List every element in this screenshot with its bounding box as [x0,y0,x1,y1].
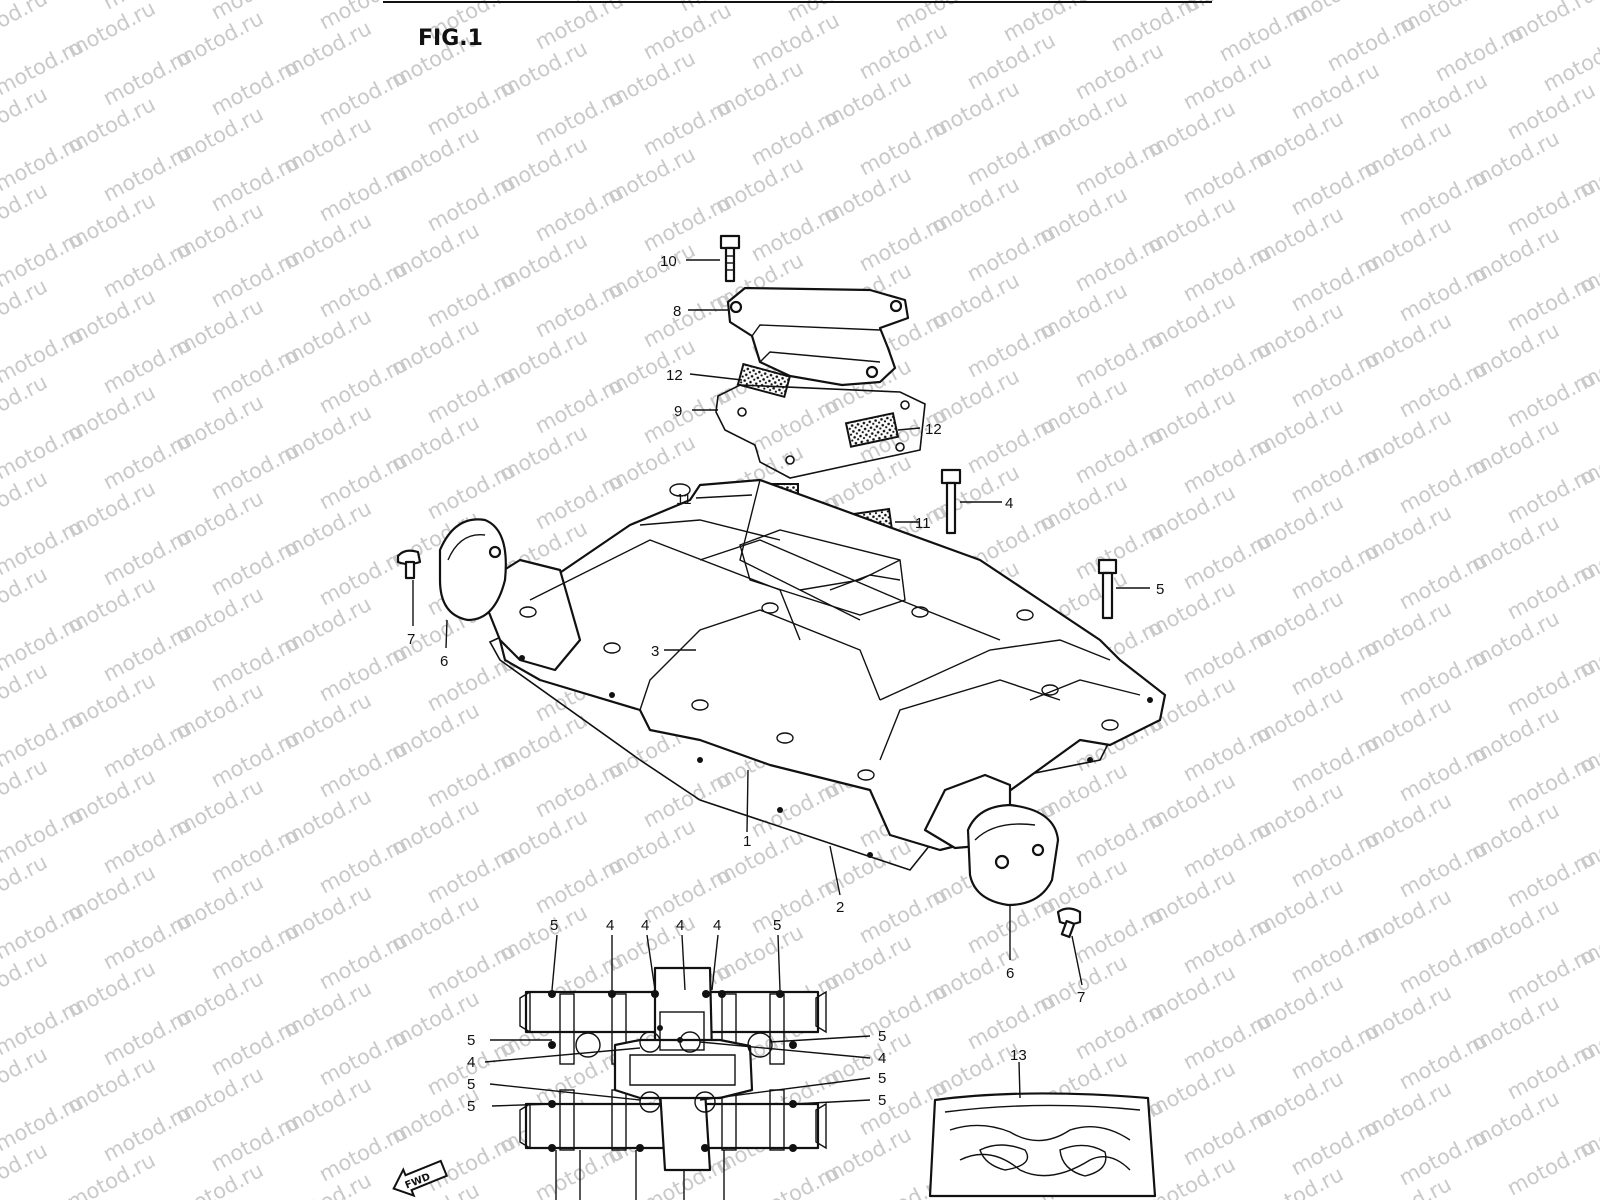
tight-left-3: 5 [467,1076,475,1093]
bolt-10 [719,234,741,283]
callout-11-left: 11 [676,491,692,508]
tight-right-4: 5 [878,1092,886,1109]
callout-6-right: 6 [1006,965,1014,982]
cam-end-cap-right [966,803,1060,907]
gasket-set-bag: 13 [928,1047,1157,1198]
tight-top-2: 4 [606,917,614,934]
tight-left-2: 4 [467,1054,475,1071]
callout-7-right: 7 [1077,989,1085,1006]
callout-10: 10 [660,253,677,270]
watermark-text: motod.ru [0,0,51,52]
tight-right-2: 4 [878,1050,886,1067]
screw-7-left [396,549,422,580]
screw-7-right [1056,907,1082,939]
callout-11-right: 11 [915,515,931,532]
tight-top-1: 5 [550,917,558,934]
callout-13: 13 [1010,1047,1027,1064]
tight-top-5: 4 [713,917,721,934]
callout-1: 1 [743,833,751,850]
tight-top-6: 5 [773,917,781,934]
callout-6-left: 6 [440,653,448,670]
bolt-5 [1097,558,1118,620]
callout-9: 9 [674,403,682,420]
tight-right-3: 5 [878,1070,886,1087]
leader-lines [412,259,1150,986]
figure-title: FIG.1 [418,26,483,51]
callout-8: 8 [673,303,681,320]
bolt-4 [940,468,962,535]
tight-left-1: 5 [467,1032,475,1049]
callout-4: 4 [1005,495,1013,512]
tight-top-4: 4 [676,917,684,934]
callout-7-left: 7 [407,631,415,648]
callout-12-right: 12 [925,421,942,438]
tight-top-3: 4 [641,917,649,934]
tight-left-4: 5 [467,1098,475,1115]
callout-12-upper: 12 [666,367,683,384]
callout-2: 2 [836,899,844,916]
callout-5: 5 [1156,581,1164,598]
callout-numbers: 10 8 12 9 12 11 11 4 5 7 6 3 1 2 6 7 [407,253,1164,1006]
filter-element-right [844,412,900,448]
breather-cover [726,286,910,387]
cam-end-cap-left [438,518,507,622]
tightening-order-diagram: 5 4 4 4 4 5 5 4 5 5 5 4 5 5 [467,917,886,1200]
watermark-text: motod.ru [1503,1134,1599,1200]
cylinder-head-cover [486,478,1167,871]
watermark-text: motod.ru [747,1160,843,1200]
breather-gasket [715,384,926,479]
callout-3: 3 [651,643,659,660]
tight-right-1: 5 [878,1028,886,1045]
